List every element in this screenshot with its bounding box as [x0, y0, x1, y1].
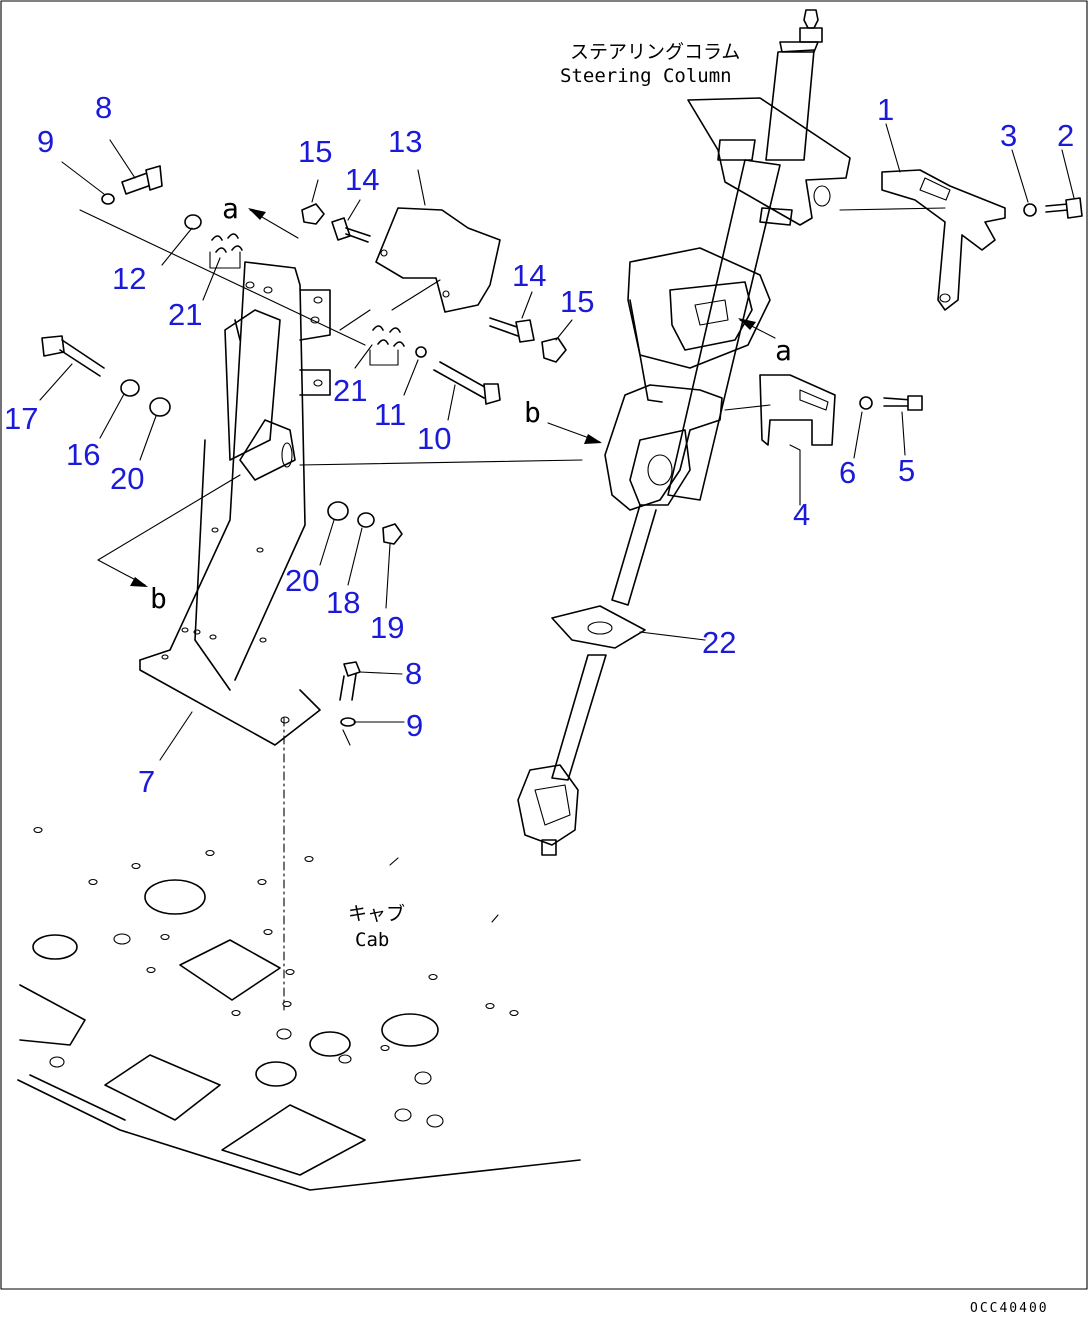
callout-11: 11 [374, 397, 406, 432]
callout-21-top: 21 [168, 297, 202, 332]
steering-column [517, 9, 851, 856]
callout-20-top: 20 [110, 461, 144, 496]
callout-1: 1 [877, 92, 894, 127]
leader-lines [39, 123, 1075, 1011]
callout-15-top: 15 [298, 134, 332, 169]
cab-jp-label: キャブ [348, 902, 405, 925]
drawing-frame [0, 0, 1088, 1290]
callout-21-lower: 21 [333, 373, 367, 408]
callout-14-right: 14 [512, 258, 546, 293]
callout-5: 5 [898, 453, 915, 488]
steering-column-en-label: Steering Column [560, 65, 732, 87]
callout-12: 12 [112, 261, 146, 296]
callout-19: 19 [370, 610, 404, 645]
callout-numbers: 1 2 3 4 5 6 7 8 8 9 9 10 11 12 13 14 14 … [4, 90, 1074, 799]
view-arrows [97, 208, 776, 587]
callout-7: 7 [138, 764, 155, 799]
callout-8-top: 8 [95, 90, 112, 125]
callout-10: 10 [417, 421, 451, 456]
view-b-label-left: b [150, 582, 167, 615]
part-7-pedestal [139, 261, 331, 746]
drawing-code: OCC40400 [970, 1301, 1049, 1316]
callout-6: 6 [839, 455, 856, 490]
part-13-cover [375, 207, 501, 313]
part-1-bracket [881, 169, 1006, 311]
callout-15-right: 15 [560, 284, 594, 319]
cab-en-label: Cab [355, 929, 389, 951]
callout-3: 3 [1000, 118, 1017, 153]
callout-20-lower: 20 [285, 563, 319, 598]
fasteners [41, 165, 1083, 727]
callout-17: 17 [4, 401, 38, 436]
steering-column-jp-label: ステアリングコラム [570, 41, 740, 63]
callout-4: 4 [793, 497, 810, 532]
callout-9-lower: 9 [406, 708, 423, 743]
part-4-bracket [759, 374, 836, 446]
callout-18: 18 [326, 585, 360, 620]
callout-9-top: 9 [37, 124, 54, 159]
cab-floor-plate [17, 826, 581, 1191]
callout-14-top: 14 [345, 162, 379, 197]
view-a-label-left: a [222, 192, 239, 225]
view-a-label-right: a [775, 334, 792, 367]
view-b-label-right: b [524, 396, 541, 429]
part-22-plate [551, 605, 646, 649]
callout-22: 22 [702, 625, 736, 660]
callout-16: 16 [66, 437, 100, 472]
callout-2: 2 [1057, 118, 1074, 153]
callout-13: 13 [388, 124, 422, 159]
callout-8-lower: 8 [405, 656, 422, 691]
